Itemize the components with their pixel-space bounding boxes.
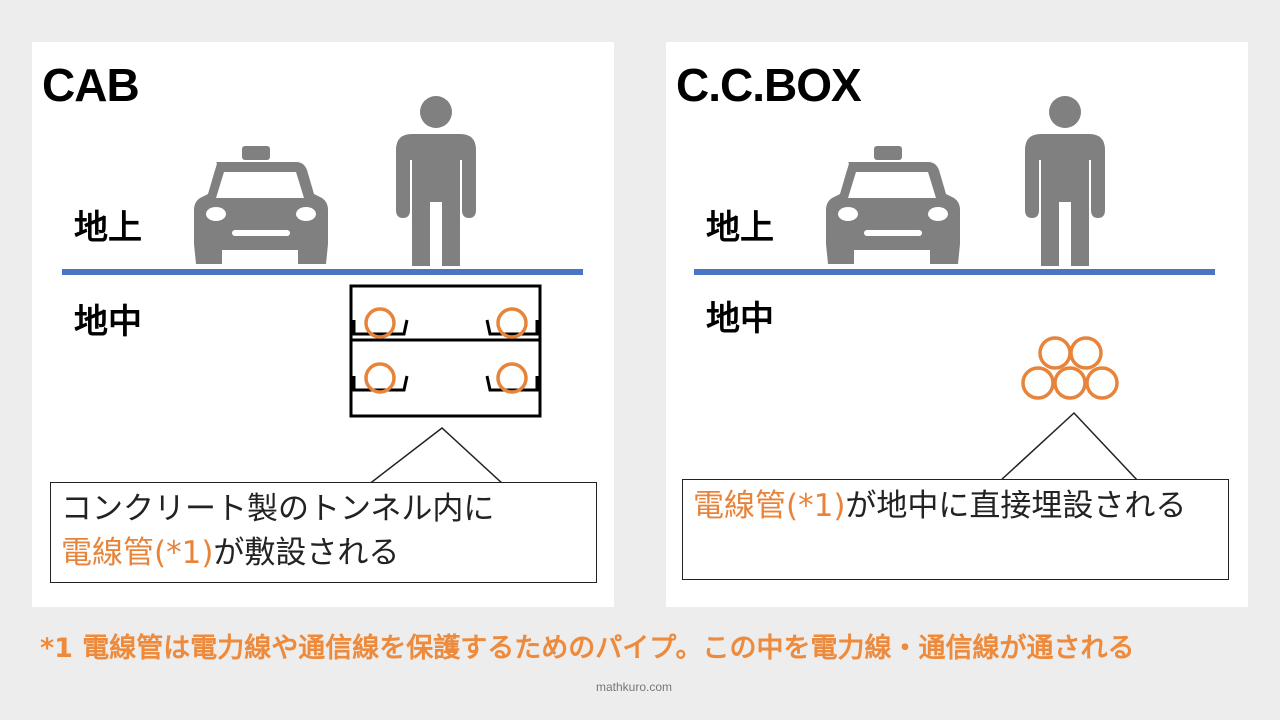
cab-note-pipe: 電線管(*1): [61, 535, 214, 571]
footnote: *1 電線管は電力線や通信線を保護するためのパイプ。この中を電力線・通信線が通さ…: [40, 633, 1135, 664]
pipe-icon: [1021, 336, 1119, 400]
person-icon: [396, 96, 476, 266]
cab-title: CAB: [42, 59, 140, 111]
ccbox-panel: C.C.BOX 地上 地中 電線管(*1)が地中に: [666, 42, 1248, 607]
ccbox-note: 電線管(*1)が地中に直接埋設される: [682, 479, 1229, 580]
ccbox-ground-label: 地上: [706, 208, 774, 248]
credit: mathkuro.com: [596, 680, 673, 694]
taxi-icon: [194, 146, 328, 264]
cab-ground-label: 地上: [74, 208, 142, 248]
pipe-icon: [364, 307, 528, 394]
person-icon: [1025, 96, 1105, 266]
ccbox-title: C.C.BOX: [676, 59, 862, 111]
taxi-icon: [826, 146, 960, 264]
cab-panel: CAB 地上 地中: [32, 42, 614, 607]
ccbox-illustration: [694, 96, 1215, 482]
cab-note-line1: コンクリート製のトンネル内に: [61, 491, 495, 527]
cab-note-rest: が敷設される: [213, 535, 400, 571]
ccbox-underground-label: 地中: [706, 299, 774, 339]
cab-illustration: [62, 96, 583, 486]
cab-note: コンクリート製のトンネル内に 電線管(*1)が敷設される: [50, 482, 597, 583]
ccbox-note-rest: が地中に直接埋設される: [845, 488, 1187, 524]
ccbox-note-pipe: 電線管(*1): [693, 488, 846, 524]
cab-underground-label: 地中: [74, 302, 142, 342]
tunnel-box: [349, 284, 542, 418]
